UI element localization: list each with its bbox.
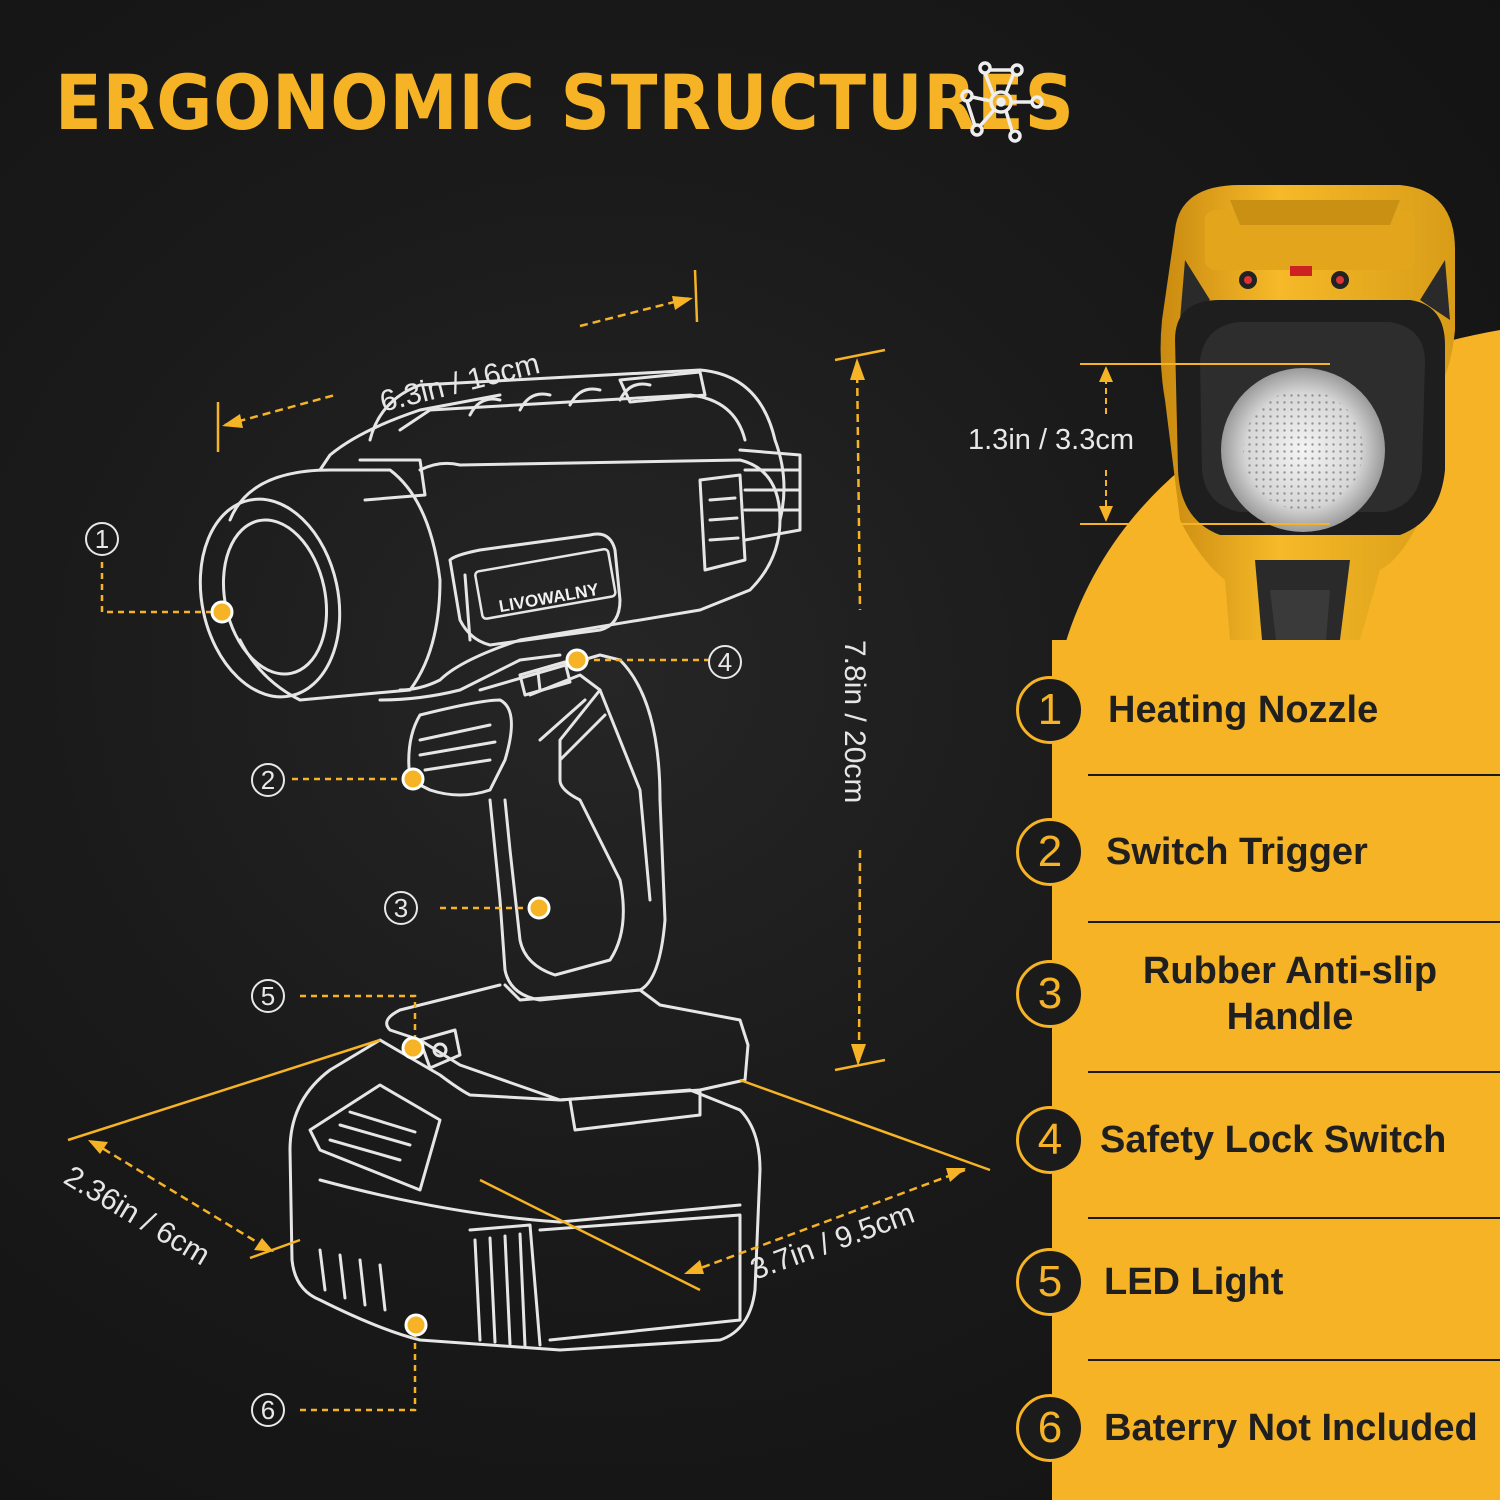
legend-item: 5 LED Light [1000,1248,1500,1316]
height-dimension [834,348,886,1072]
legend-label: Baterry Not Included [1104,1407,1478,1449]
height-dimension-label: 7.8in / 20cm [838,640,871,803]
nozzle-dimension-label: 1.3in / 3.3cm [968,424,1135,456]
legend-label: Heating Nozzle [1108,689,1379,731]
product-photo [1160,185,1455,640]
callout-2: 2 [251,763,285,797]
legend-label: Safety Lock Switch [1100,1119,1447,1161]
callout-3: 3 [384,891,418,925]
network-nodes-icon [955,56,1047,153]
tool-outline [198,368,802,1352]
length-dimension [216,269,699,452]
battery-width-dimension [67,1038,381,1260]
legend-label: Switch Trigger [1106,831,1368,873]
battery-length-dimension-label: 3.7in / 9.5cm [746,1197,919,1287]
page-title: ERGONOMIC STRUCTURES [55,58,1075,147]
legend-item: 3 Rubber Anti-slip Handle [1000,950,1500,1038]
feature-legend: 1 Heating Nozzle 2 Switch Trigger 3 Rubb… [1000,640,1500,1500]
brand-label: LIVOWALNY [497,580,600,616]
callout-4: 4 [708,645,742,679]
callout-6: 6 [251,1393,285,1427]
callout-1: 1 [85,522,119,556]
legend-number: 2 [1016,818,1084,886]
legend-item: 2 Switch Trigger [1000,818,1500,886]
battery-width-dimension-label: 2.36in / 6cm [58,1160,215,1272]
legend-item: 4 Safety Lock Switch [1000,1106,1500,1174]
battery-length-dimension [479,1078,991,1292]
brand-plate [474,547,617,620]
legend-label: Rubber Anti-slip Handle [1142,950,1438,1038]
legend-dividers [1052,774,1500,1361]
legend-number: 4 [1016,1106,1084,1174]
callout-dots [210,600,589,1337]
callout-leaders [100,562,710,1412]
legend-item: 1 Heating Nozzle [1000,676,1500,744]
legend-number: 6 [1016,1394,1084,1462]
legend-number: 5 [1016,1248,1084,1316]
legend-number: 1 [1016,676,1084,744]
legend-item: 6 Baterry Not Included [1000,1394,1500,1462]
nozzle-dimension [1080,363,1330,525]
legend-label: LED Light [1104,1261,1284,1303]
legend-number-band [1052,640,1088,1500]
callout-5: 5 [251,979,285,1013]
legend-number: 3 [1016,960,1084,1028]
yellow-panel [1052,330,1500,1500]
